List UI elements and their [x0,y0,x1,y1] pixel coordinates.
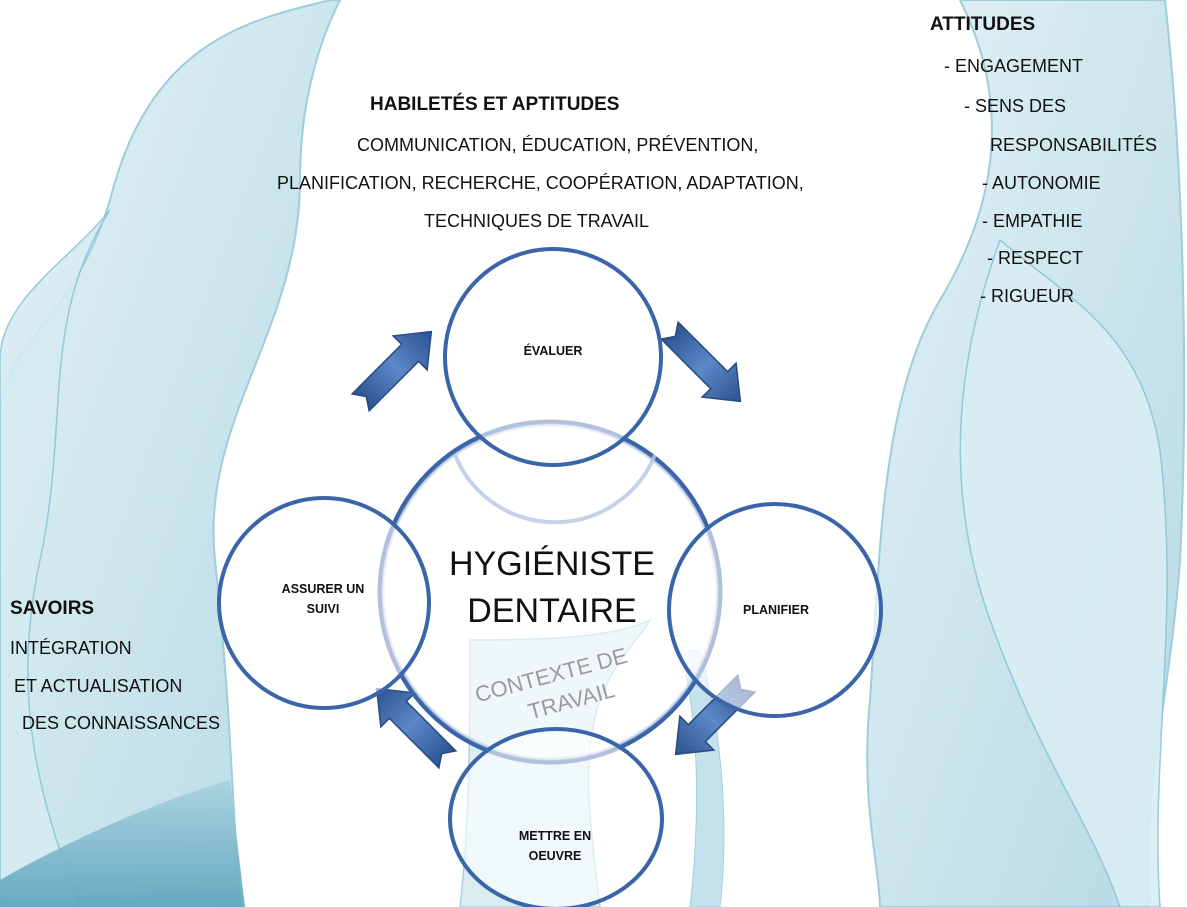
ribbon-left [0,0,342,907]
attitudes-title: ATTITUDES [930,14,1036,35]
node-assurer [217,496,431,710]
node-evaluer [443,247,663,467]
savoirs-line-3: DES CONNAISSANCES [22,713,221,733]
habiletes-line-2: PLANIFICATION, RECHERCHE, COOPÉRATION, A… [277,173,804,193]
center-title-1: HYGIÉNISTE [449,545,655,583]
habiletes-line-1: COMMUNICATION, ÉDUCATION, PRÉVENTION, [357,135,759,155]
mettre-label-2: OEUVRE [529,849,582,863]
attitudes-item: - RIGUEUR [980,286,1074,306]
habiletes-title: HABILETÉS ET APTITUDES [370,94,620,115]
savoirs-line-1: INTÉGRATION [10,638,132,658]
center-arc-overlap [453,454,657,525]
ribbon-left-fold [0,209,111,907]
attitudes-item: - EMPATHIE [982,211,1083,231]
attitudes-item: - SENS DES [964,96,1067,116]
habiletes-line-3: TECHNIQUES DE TRAVAIL [424,211,650,231]
node-planifier [667,502,883,718]
evaluer-label: ÉVALUER [524,343,583,358]
mettre-label-1: METTRE EN [519,829,591,843]
savoirs-title: SAVOIRS [10,598,95,619]
arrow-to-planifier [659,320,742,403]
planifier-label: PLANIFIER [743,603,809,617]
savoirs-line-2: ET ACTUALISATION [14,676,183,696]
node-mettre [448,727,664,907]
attitudes-item: - RESPECT [987,248,1084,268]
attitudes-item: - ENGAGEMENT [944,56,1084,76]
attitudes-item: RESPONSABILITÉS [990,135,1158,155]
arrow-to-evaluer [350,330,433,413]
assurer-label-1: ASSURER UN [282,582,365,596]
assurer-label-2: SUIVI [307,602,340,616]
attitudes-item: - AUTONOMIE [982,173,1101,193]
center-title-2: DENTAIRE [467,592,636,630]
ribbon-left-bottom [0,780,245,907]
